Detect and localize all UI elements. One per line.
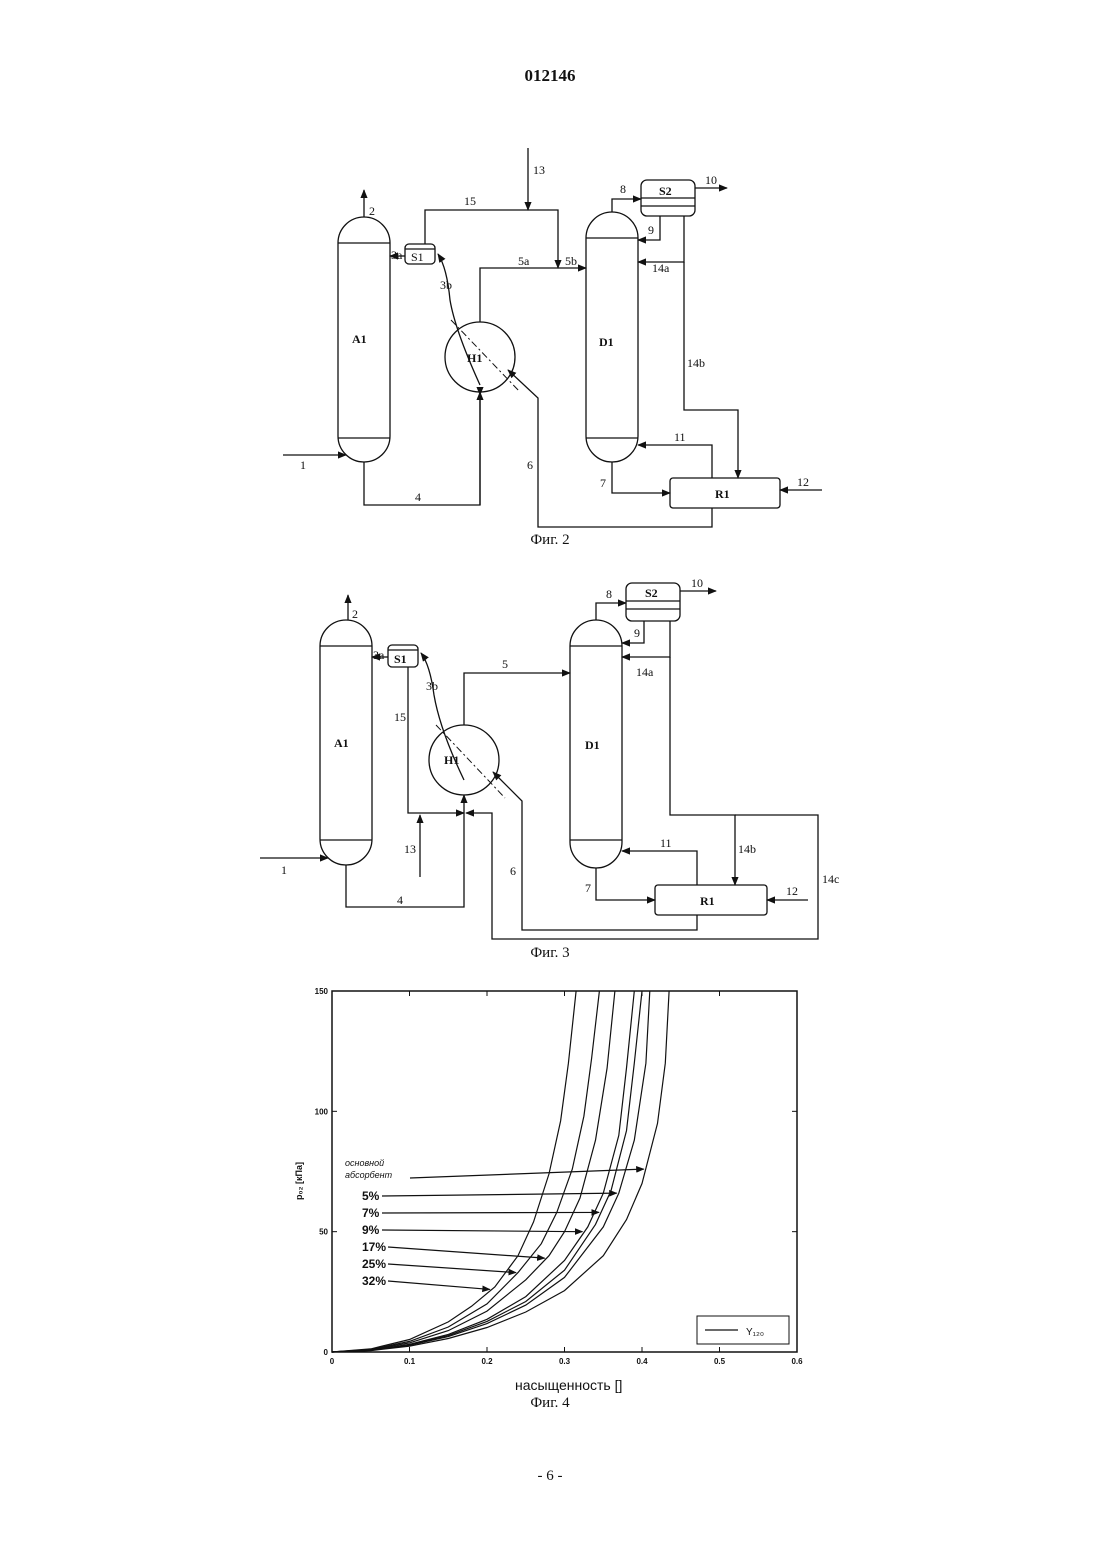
fig3-stream-4: 4 <box>397 893 403 907</box>
chart-annotation-label: 9% <box>362 1223 380 1237</box>
fig2-stream-9: 9 <box>648 223 654 237</box>
chart-annotation-label: 32% <box>362 1274 386 1288</box>
fig3-stream-6: 6 <box>510 864 516 878</box>
chart-annotation-label: 17% <box>362 1240 386 1254</box>
chart-y-tick-label: 0 <box>324 1348 329 1357</box>
chart-x-tick-label: 0.3 <box>559 1357 571 1366</box>
fig2-stream-5b: 5b <box>565 254 577 268</box>
chart-y-axis-label: p₀₂ [кПа] <box>294 1162 304 1200</box>
fig3-stream-7: 7 <box>585 881 591 895</box>
fig3-label-s2: S2 <box>645 586 658 600</box>
fig3-stream-3a: 3a <box>373 648 385 662</box>
fig3-label-s1: S1 <box>394 652 407 666</box>
chart-plot-frame <box>332 991 797 1352</box>
fig2-stream-12: 12 <box>797 475 809 489</box>
chart-annotation-arrow <box>388 1281 490 1289</box>
fig3-stream-5: 5 <box>502 657 508 671</box>
chart-y-tick-label: 50 <box>319 1228 328 1237</box>
fig2-label-r1: R1 <box>715 487 730 501</box>
fig3-stream-14c: 14c <box>822 872 839 886</box>
fig2-label-s2: S2 <box>659 184 672 198</box>
fig2-stream-2: 2 <box>369 204 375 218</box>
fig2-stream-6: 6 <box>527 458 533 472</box>
fig2-stream-5a: 5a <box>518 254 530 268</box>
figure-2-diagram: A1 H1 D1 S1 S2 R1 1 2 3a 3b 4 5a 5b 6 7 … <box>0 0 1100 560</box>
fig3-stream-9: 9 <box>634 626 640 640</box>
fig2-stream-4: 4 <box>415 490 421 504</box>
chart-x-tick-label: 0.4 <box>636 1357 648 1366</box>
chart-x-tick-label: 0.2 <box>481 1357 493 1366</box>
fig3-stream-11: 11 <box>660 836 672 850</box>
fig2-stream-14b: 14b <box>687 356 705 370</box>
fig2-stream-11: 11 <box>674 430 686 444</box>
fig3-stream-12: 12 <box>786 884 798 898</box>
fig3-label-h1: H1 <box>444 753 459 767</box>
fig2-stream-1: 1 <box>300 458 306 472</box>
fig2-stream-13: 13 <box>533 163 545 177</box>
fig3-label-r1: R1 <box>700 894 715 908</box>
chart-legend-label: Y₁₂₀ <box>746 1327 764 1338</box>
fig3-label-d1: D1 <box>585 738 600 752</box>
chart-annotation-arrow <box>382 1212 599 1213</box>
fig3-stream-15: 15 <box>394 710 406 724</box>
chart-x-tick-label: 0.1 <box>404 1357 416 1366</box>
fig2-stream-7: 7 <box>600 476 606 490</box>
fig3-stream-8: 8 <box>606 587 612 601</box>
figure-2-caption: Фиг. 2 <box>450 532 650 549</box>
chart-x-tick-label: 0.6 <box>791 1357 803 1366</box>
fig2-label-s1: S1 <box>411 250 424 264</box>
page-number: - 6 - <box>0 1468 1100 1485</box>
fig3-stream-2: 2 <box>352 607 358 621</box>
fig2-stream-3a: 3a <box>391 248 403 262</box>
fig2-stream-15: 15 <box>464 194 476 208</box>
chart-y-tick-label: 100 <box>315 1107 329 1116</box>
fig2-label-a1: A1 <box>352 332 367 346</box>
fig3-stream-14a: 14a <box>636 665 654 679</box>
figure-3-diagram: A1 H1 D1 S1 S2 R1 1 2 3a 3b 4 5 6 7 8 9 … <box>0 565 1100 945</box>
chart-x-tick-label: 0.5 <box>714 1357 726 1366</box>
fig2-stream-14a: 14a <box>652 261 670 275</box>
figure-4-caption: Фиг. 4 <box>450 1395 650 1412</box>
chart-annotation-label: основной <box>345 1158 384 1168</box>
figure-3-caption: Фиг. 3 <box>450 945 650 962</box>
chart-annotation-arrow <box>382 1230 582 1232</box>
chart-x-axis-label: насыщенность [] <box>515 1377 622 1393</box>
fig3-stream-10: 10 <box>691 576 703 590</box>
chart-annotation-label: 25% <box>362 1257 386 1271</box>
figure-4-chart: 0 0.1 0.2 0.3 0.4 0.5 0.6 0 50 100 150 основной абс… <box>0 975 1100 1395</box>
fig3-label-a1: A1 <box>334 736 349 750</box>
fig3-stream-14b: 14b <box>738 842 756 856</box>
chart-annotation-label: абсорбент <box>345 1170 393 1180</box>
fig2-stream-8: 8 <box>620 182 626 196</box>
chart-x-tick-label: 0 <box>330 1357 335 1366</box>
fig3-stream-3b: 3b <box>426 679 438 693</box>
fig2-stream-10: 10 <box>705 173 717 187</box>
chart-annotation-arrow <box>388 1264 516 1273</box>
fig2-label-h1: H1 <box>467 351 482 365</box>
fig3-stream-13: 13 <box>404 842 416 856</box>
fig2-stream-3b: 3b <box>440 278 452 292</box>
fig3-stream-1: 1 <box>281 863 287 877</box>
fig3-heat-exchanger-h1 <box>429 725 499 795</box>
chart-annotation-label: 5% <box>362 1189 380 1203</box>
chart-y-tick-label: 150 <box>315 987 329 996</box>
chart-annotation-label: 7% <box>362 1206 380 1220</box>
fig2-label-d1: D1 <box>599 335 614 349</box>
